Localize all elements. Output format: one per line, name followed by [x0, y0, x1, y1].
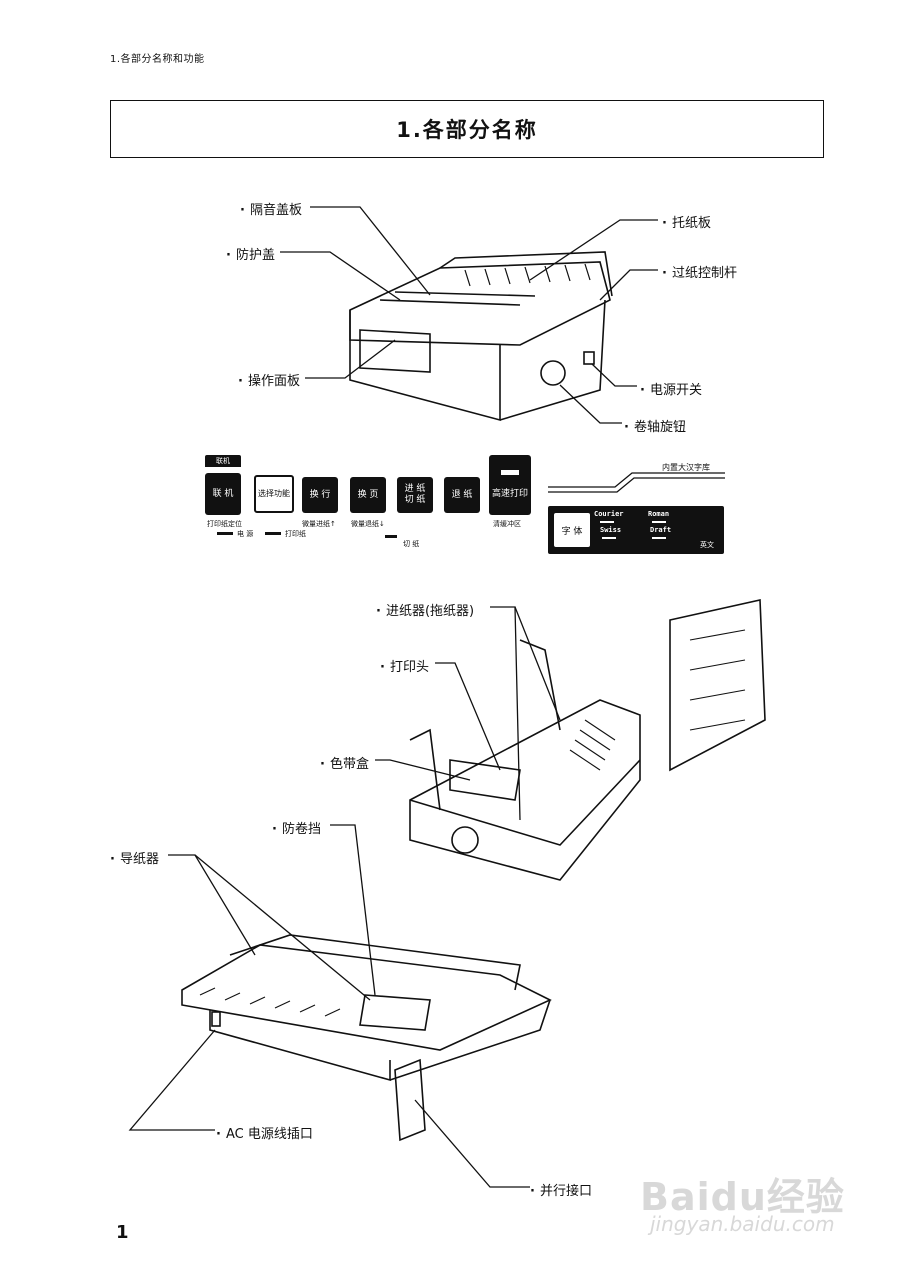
courier-led — [600, 521, 614, 523]
power-led-label: 电 源 — [237, 530, 254, 538]
font-panel-lines — [548, 472, 725, 493]
swiss-label: Swiss — [600, 526, 622, 534]
eject-button[interactable]: 退 纸 — [444, 477, 480, 513]
printer-top-illustration — [349, 251, 613, 422]
form-feed-label: 换 页 — [357, 489, 379, 500]
title-box: 1.各部分名称 — [110, 100, 824, 158]
line-feed-label: 换 行 — [309, 489, 331, 500]
control-panel: 联机 联 机 选择功能 换 行 换 页 进 纸 切 纸 退 纸 高速打印 打印纸… — [205, 455, 545, 553]
courier-label: Courier — [594, 510, 624, 518]
select-function-label: 选择功能 — [258, 489, 290, 499]
label-print-head: 打印头 — [380, 656, 429, 675]
load-cut-label: 进 纸 切 纸 — [404, 484, 426, 505]
load-cut-button[interactable]: 进 纸 切 纸 — [397, 477, 433, 513]
font-select-button[interactable]: 字 体 — [554, 513, 590, 547]
page-number: 1 — [116, 1222, 129, 1243]
label-anti-curl: 防卷挡 — [272, 818, 321, 837]
online-button-label: 联 机 — [212, 488, 234, 499]
online-indicator-label: 联机 — [205, 455, 241, 467]
watermark-url: jingyan.baidu.com — [650, 1212, 835, 1236]
builtin-font-label: 内置大汉字库 — [662, 463, 710, 472]
high-speed-print-button[interactable]: 高速打印 — [489, 455, 531, 515]
font-panel: 字 体 Courier Roman Swiss Draft 英文 — [548, 506, 724, 554]
watermark-logo: Baidu经验 — [640, 1175, 845, 1219]
micro-feed-up-label: 微量进纸↑ — [302, 520, 336, 528]
english-label: 英文 — [700, 541, 714, 549]
label-ribbon: 色带盒 — [320, 753, 369, 772]
label-tractor: 进纸器(拖纸器) — [376, 600, 474, 619]
print-position-label: 打印纸定位 — [207, 520, 242, 528]
form-feed-button[interactable]: 换 页 — [350, 477, 386, 513]
label-paper-guide: 导纸器 — [110, 848, 159, 867]
printer-open-illustration — [409, 599, 766, 881]
leader-lines — [128, 206, 658, 1188]
select-function-button[interactable]: 选择功能 — [254, 475, 294, 513]
high-speed-print-label: 高速打印 — [491, 489, 528, 500]
draft-led — [652, 537, 666, 539]
line-feed-button[interactable]: 换 行 — [302, 477, 338, 513]
label-platen-knob: 卷轴旋钮 — [624, 416, 686, 435]
label-parallel-port: 并行接口 — [530, 1180, 592, 1199]
cut-led-label: 切 纸 — [403, 540, 420, 548]
label-power-switch: 电源开关 — [640, 379, 702, 398]
label-soundproof-cover: 隔音盖板 — [240, 199, 302, 218]
eject-label: 退 纸 — [451, 489, 473, 500]
font-select-label: 字 体 — [561, 526, 583, 537]
swiss-led — [602, 537, 616, 539]
label-protective-cover: 防护盖 — [226, 244, 275, 263]
paper-out-led — [265, 532, 281, 535]
label-ac-inlet: AC 电源线插口 — [216, 1123, 313, 1142]
online-button[interactable]: 联 机 — [205, 473, 241, 515]
label-paper-support: 托纸板 — [662, 212, 711, 231]
header-note: 1.各部分名称和功能 — [110, 54, 205, 65]
label-paper-lever: 过纸控制杆 — [662, 262, 737, 281]
roman-label: Roman — [648, 510, 670, 518]
cut-led — [385, 535, 397, 538]
paper-out-led-label: 打印纸 — [285, 530, 306, 538]
label-operation-panel: 操作面板 — [238, 370, 300, 389]
roman-led — [652, 521, 666, 523]
draft-label: Draft — [650, 526, 672, 534]
high-speed-indicator — [501, 470, 519, 476]
power-led — [217, 532, 233, 535]
micro-feed-down-label: 微量退纸↓ — [351, 520, 385, 528]
printer-rear-illustration — [181, 934, 552, 1142]
clear-buffer-label: 清缓冲区 — [493, 520, 521, 528]
page-title: 1.各部分名称 — [396, 118, 538, 142]
